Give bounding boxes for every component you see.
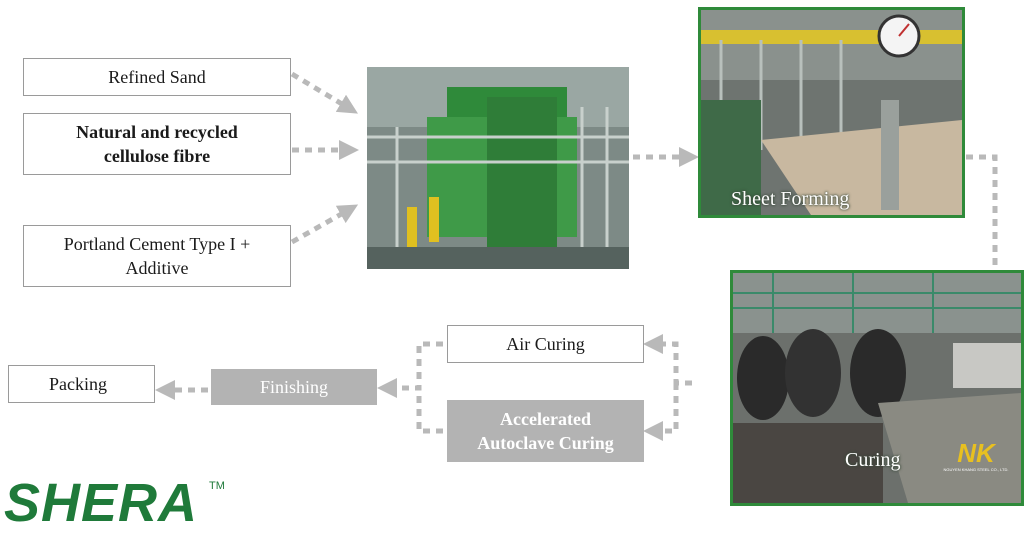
refined-sand-label: Refined Sand (108, 67, 206, 87)
refined-sand-box: Refined Sand (23, 58, 291, 96)
autoclave-curing-label: Accelerated Autoclave Curing (477, 409, 614, 453)
portland-cement-box: Portland Cement Type I + Additive (23, 225, 291, 287)
autoclave-curing-box: Accelerated Autoclave Curing (447, 400, 644, 462)
air-curing-box: Air Curing (447, 325, 644, 363)
sheet-forming-caption: Sheet Forming (731, 188, 850, 210)
shera-logo: SHERA (4, 473, 199, 533)
trademark-symbol: TM (209, 480, 225, 492)
cellulose-fibre-label: Natural and recycled cellulose fibre (76, 122, 238, 166)
arrow-air-to-finishing (376, 341, 443, 398)
arrow-autoclave-to-finishing (416, 388, 443, 434)
finishing-box: Finishing (211, 369, 377, 405)
curing-photo: Curing NK NGUYEN KHANG STEEL CO., LTD. (730, 270, 1024, 506)
curing-caption: Curing (845, 449, 901, 471)
nk-logo-text: NK (957, 438, 995, 468)
mixing-plant-photo (367, 67, 629, 269)
sheet-forming-photo: Sheet Forming (698, 7, 965, 218)
packing-box: Packing (8, 365, 155, 403)
nk-watermark: NK NGUYEN KHANG STEEL CO., LTD. (936, 439, 1016, 473)
portland-cement-label: Portland Cement Type I + Additive (63, 234, 251, 278)
cellulose-fibre-box: Natural and recycled cellulose fibre (23, 113, 291, 175)
nk-company-name: NGUYEN KHANG STEEL CO., LTD. (943, 467, 1009, 472)
finishing-label: Finishing (259, 377, 329, 397)
arrow-sand-to-mixer (290, 71, 359, 114)
arrow-curing-to-autoclave (642, 383, 679, 441)
arrow-curing-to-air (642, 334, 692, 386)
air-curing-label: Air Curing (506, 334, 585, 354)
arrow-forming-to-curing (966, 154, 998, 268)
packing-label: Packing (49, 374, 107, 394)
arrow-cement-to-mixer (290, 204, 359, 245)
